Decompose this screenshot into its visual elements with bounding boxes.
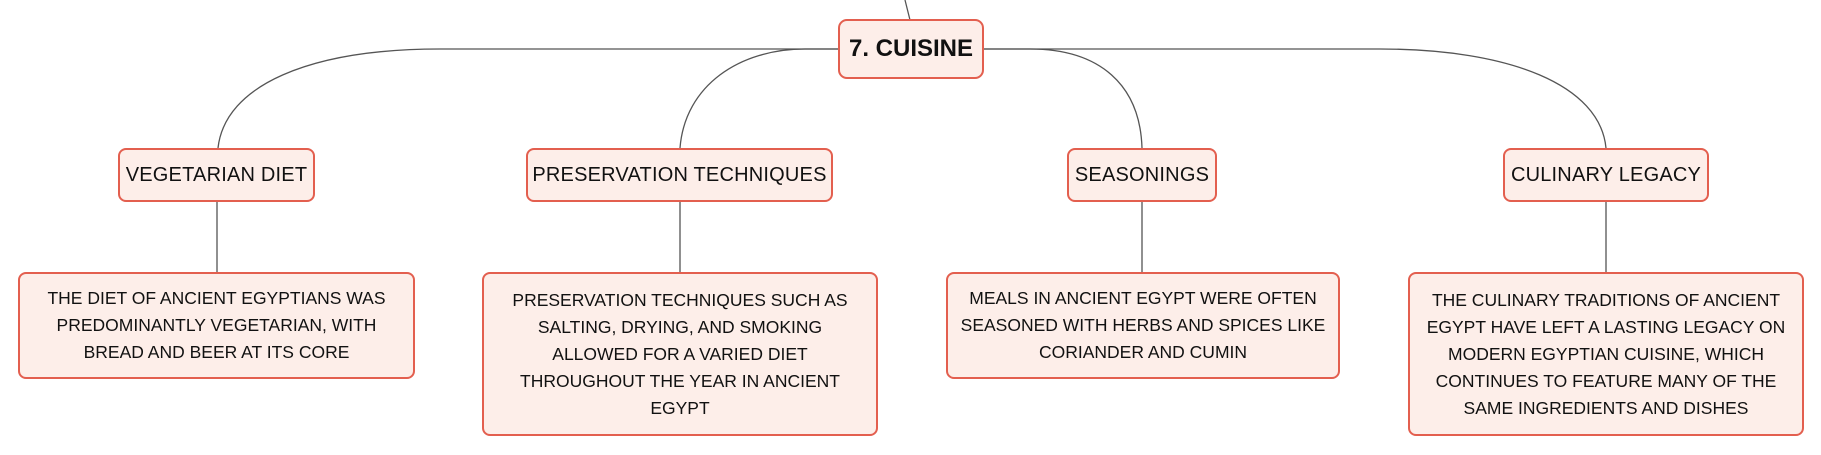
detail-node-text: PRESERVATION TECHNIQUES SUCH AS SALTING,… [512, 289, 848, 418]
branch-node-label: PRESERVATION TECHNIQUES [532, 163, 827, 186]
detail-node-text: THE DIET OF ANCIENT EGYPTIANS WAS PREDOM… [47, 288, 386, 362]
detail-node-preservation-techniques[interactable]: PRESERVATION TECHNIQUES SUCH AS SALTING,… [482, 272, 878, 436]
detail-node-seasonings[interactable]: MEALS IN ANCIENT EGYPT WERE OFTEN SEASON… [946, 272, 1340, 379]
connector-root-to-culinary-legacy [982, 48, 1607, 149]
root-parent-connector [904, 0, 911, 21]
connector-root-to-seasonings [982, 48, 1143, 149]
branch-node-preservation-techniques[interactable]: PRESERVATION TECHNIQUES [526, 148, 833, 202]
connector-root-to-vegetarian-diet [217, 48, 840, 149]
connector-root-to-preservation-techniques [679, 48, 840, 149]
detail-node-text: MEALS IN ANCIENT EGYPT WERE OFTEN SEASON… [960, 288, 1326, 362]
branch-node-label: SEASONINGS [1074, 163, 1210, 186]
branch-node-seasonings[interactable]: SEASONINGS [1067, 148, 1217, 202]
detail-node-culinary-legacy[interactable]: THE CULINARY TRADITIONS OF ANCIENT EGYPT… [1408, 272, 1804, 436]
detail-node-vegetarian-diet[interactable]: THE DIET OF ANCIENT EGYPTIANS WAS PREDOM… [18, 272, 415, 379]
branch-node-vegetarian-diet[interactable]: VEGETARIAN DIET [118, 148, 315, 202]
branch-node-culinary-legacy[interactable]: CULINARY LEGACY [1503, 148, 1709, 202]
branch-node-label: CULINARY LEGACY [1510, 163, 1702, 186]
branch-node-label: VEGETARIAN DIET [125, 163, 308, 186]
root-node-label: 7. CUISINE [848, 35, 974, 62]
root-node-cuisine[interactable]: 7. CUISINE [838, 19, 984, 79]
detail-node-text: THE CULINARY TRADITIONS OF ANCIENT EGYPT… [1426, 289, 1786, 418]
